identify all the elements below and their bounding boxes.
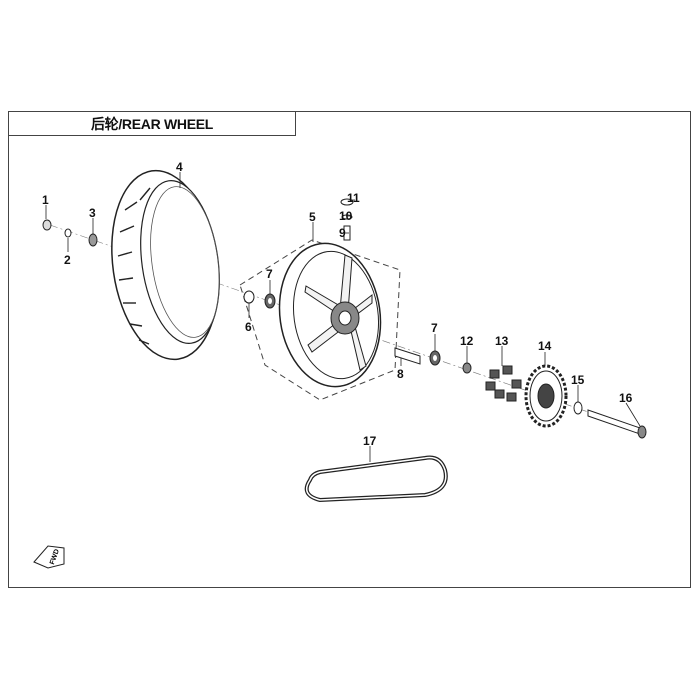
callout-4: 4: [176, 160, 183, 174]
washer-part-15: [573, 401, 583, 415]
callout-1: 1: [42, 193, 49, 207]
callout-10: 10: [339, 209, 353, 223]
callout-5: 5: [309, 210, 316, 224]
part-12: [462, 362, 472, 374]
bearing-part-7-left: [264, 293, 276, 309]
nut-part-1: [42, 219, 52, 231]
tire-part-4: [111, 169, 220, 361]
spacer-part-6: [243, 290, 255, 304]
bearing-part-7-right: [429, 350, 441, 366]
forward-direction-icon: FWD: [33, 545, 65, 569]
rim-part-5: [239, 239, 401, 401]
callout-12: 12: [460, 334, 474, 348]
callout-9: 9: [339, 226, 346, 240]
callout-labels: 1 2 3 4 5 6 7 7 8 9 10 11 12 13 14 15 16…: [42, 160, 633, 448]
collar-part-8: [394, 347, 421, 365]
callout-6: 6: [245, 320, 252, 334]
nut-part-3: [88, 233, 98, 247]
callout-13: 13: [495, 334, 509, 348]
leader-lines: [45, 172, 641, 462]
callout-14: 14: [538, 339, 552, 353]
callout-2: 2: [64, 253, 71, 267]
callout-16: 16: [619, 391, 633, 405]
diagram-frame: [8, 111, 691, 588]
callout-7-left: 7: [266, 267, 273, 281]
chain-part-17: [304, 455, 448, 503]
axle-part-16: [587, 409, 647, 439]
callout-7-right: 7: [431, 321, 438, 335]
callout-3: 3: [89, 206, 96, 220]
damper-part-13: [485, 365, 522, 402]
callout-8: 8: [397, 367, 404, 381]
callout-17: 17: [363, 434, 377, 448]
callout-11: 11: [347, 191, 360, 205]
washer-part-2: [64, 228, 72, 238]
diagram-title: 后轮/REAR WHEEL: [8, 111, 296, 136]
sprocket-part-14: [524, 364, 568, 428]
callout-15: 15: [571, 373, 585, 387]
